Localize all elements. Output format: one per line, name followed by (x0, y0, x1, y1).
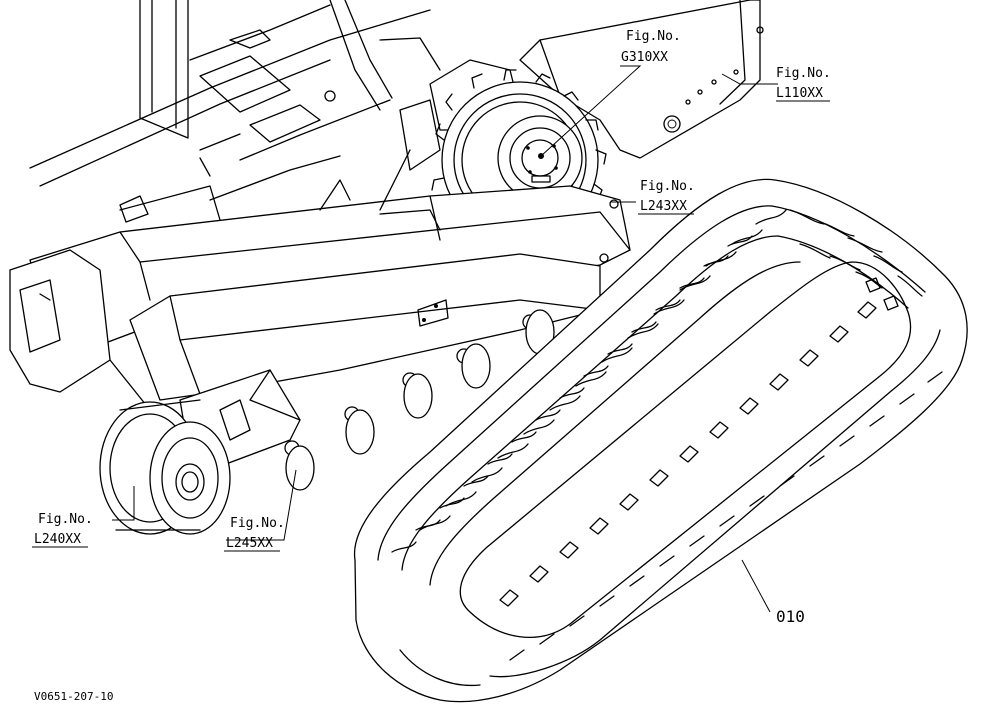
rubber-track (353, 178, 968, 703)
leader-lines (112, 65, 778, 613)
fig-label-G310: Fig.No. G310XX (621, 29, 681, 65)
front-idler (99, 399, 231, 535)
fig-label-L245-line1: Fig.No. (230, 516, 285, 531)
fig-label-L245-line2: L245XX (226, 536, 273, 551)
fig-label-G310-line1: Fig.No. (626, 29, 681, 44)
fig-label-L245: Fig.No. L245XX (224, 516, 285, 552)
machine-frame (29, 0, 441, 223)
fig-label-L243-line1: Fig.No. (640, 179, 695, 194)
frame-plate (519, 0, 764, 159)
fig-label-L240-line2: L240XX (34, 532, 81, 547)
fig-label-L110-line1: Fig.No. (776, 66, 831, 81)
fig-label-L243-line2: L243XX (640, 199, 687, 214)
fig-label-L240: Fig.No. L240XX (32, 512, 93, 548)
fig-label-L110: Fig.No. L110XX (776, 66, 831, 102)
fig-label-L240-line1: Fig.No. (38, 512, 93, 527)
fig-label-L243: Fig.No. L243XX (638, 179, 695, 215)
drawing-code: V0651-207-10 (34, 690, 113, 703)
fig-label-G310-line2: G310XX (621, 50, 668, 65)
fig-label-L110-line2: L110XX (776, 86, 823, 101)
track-rollers (285, 309, 555, 491)
part-number-label: 010 (776, 607, 805, 626)
